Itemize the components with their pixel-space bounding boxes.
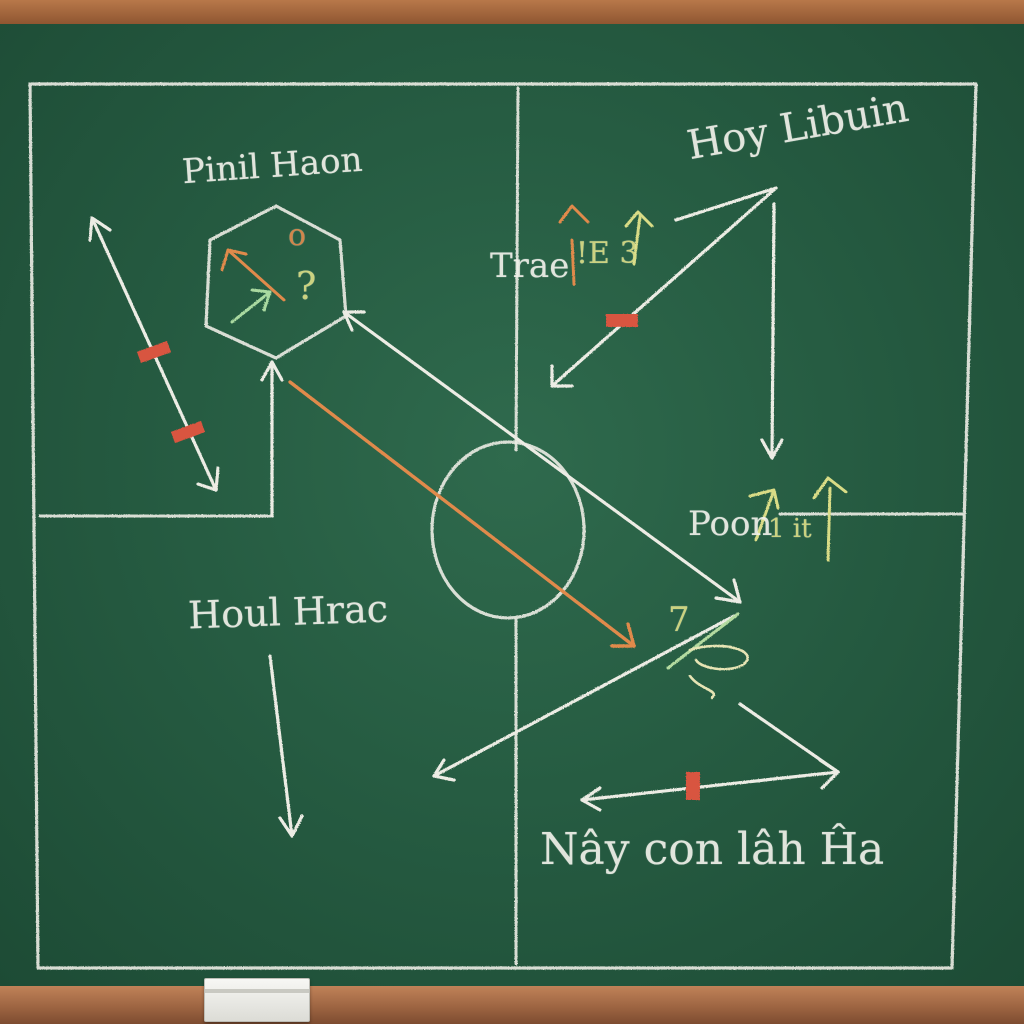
orange-diagonal-arrowhead	[610, 622, 636, 648]
label-trae-marks: !E 3	[576, 236, 639, 271]
red-marker-top-right	[606, 314, 638, 327]
center-right-squiggle	[688, 644, 749, 700]
label-bottom-right: Nây con lâh Ĥa	[540, 824, 885, 875]
center-vertical-line	[514, 86, 520, 966]
white-diagonal-arrowhead-start	[342, 310, 366, 332]
bottom-right-horizontal-arrow	[580, 770, 840, 802]
hexagon-support-arrowhead	[260, 360, 284, 382]
lower-long-diagonal-arrowhead	[432, 758, 456, 782]
left-diagonal-arrowhead-bottom	[196, 466, 220, 492]
eraser-band	[205, 989, 309, 993]
chalk-eraser[interactable]	[204, 978, 310, 1022]
center-circle	[430, 440, 586, 620]
field-border	[28, 82, 978, 970]
left-middle-vertical-arrowhead	[278, 814, 304, 838]
top-right-diagonal-arrow	[550, 186, 778, 388]
red-marker-left-lower	[170, 420, 206, 444]
hexagon-question-mark: ?	[296, 264, 317, 308]
trae-yellow-arrow	[624, 210, 654, 266]
white-diagonal-arrowhead-end	[714, 578, 742, 604]
top-right-line-to-text	[674, 186, 778, 222]
label-poon: Poon	[688, 504, 773, 544]
right-vertical-arrow	[770, 202, 776, 460]
top-right-diagonal-arrowhead	[550, 364, 574, 388]
right-vertical-arrowhead	[760, 438, 784, 460]
label-poon-marks: 1 it	[768, 514, 812, 544]
left-middle-vertical-arrow	[268, 654, 294, 838]
hexagon-circle-mark: o	[288, 218, 307, 253]
chalkboard-frame-top	[0, 0, 1024, 24]
center-right-green-slash	[666, 612, 740, 670]
trae-orange-arrow	[558, 204, 590, 286]
white-diagonal-line	[342, 310, 742, 604]
chalkboard	[0, 24, 1024, 986]
center-right-mark: 7	[668, 600, 690, 640]
bottom-right-arrowhead-right	[818, 758, 840, 790]
hexagon-green-arrow	[230, 288, 272, 324]
hexagon-orange-arrow	[220, 248, 286, 302]
chalk-ledge	[0, 986, 1024, 1024]
bottom-right-arrowhead-left	[580, 786, 602, 812]
red-marker-bottom-right	[686, 772, 700, 800]
red-marker-left-upper	[136, 340, 172, 364]
poon-yellow-arrow-2	[812, 476, 848, 562]
lower-long-diagonal	[432, 614, 736, 778]
left-diagonal-arrowhead-top	[88, 216, 112, 242]
hexagon	[204, 204, 348, 360]
label-trae: Trae	[490, 246, 570, 286]
orange-diagonal-arrow	[288, 380, 636, 648]
label-left-middle: Houl Hrac	[187, 586, 389, 638]
poon-yellow-arrow	[748, 488, 780, 542]
